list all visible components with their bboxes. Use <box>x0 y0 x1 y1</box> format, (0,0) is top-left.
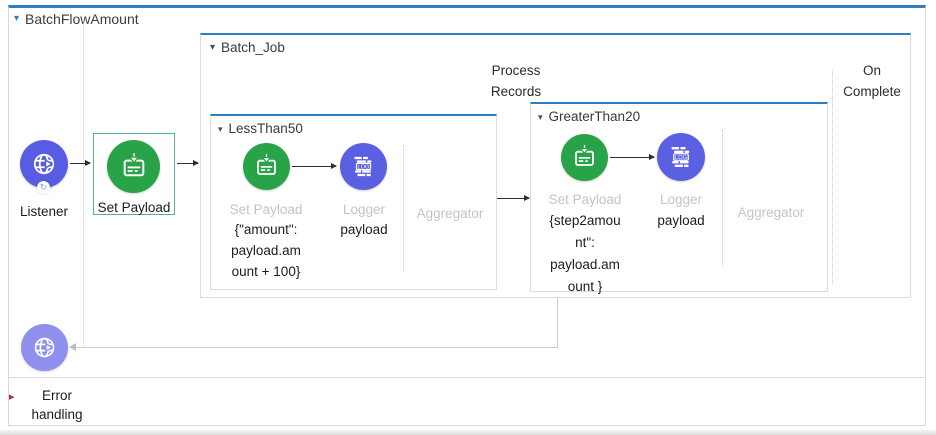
globe-icon <box>29 149 59 179</box>
connector-arrow <box>610 154 655 160</box>
logger-icon: LOG <box>349 152 378 181</box>
listener-response-step[interactable] <box>21 324 68 371</box>
collapse-icon[interactable]: ▾ <box>14 13 20 24</box>
lessthan50-logger-label: Logger <box>342 202 386 217</box>
listener-refresh-badge: ↻ <box>37 181 50 194</box>
lessthan50-logger-sublabel: payload <box>340 222 388 237</box>
process-records-label: Process Records <box>490 63 542 99</box>
greaterthan20-logger-step[interactable]: LOG <box>657 133 705 181</box>
aggregator-divider <box>722 130 723 266</box>
greaterthan20-set-payload-step[interactable] <box>561 134 608 181</box>
logger-icon: LOG <box>666 142 696 172</box>
greaterthan20-logger-label: Logger <box>659 192 703 207</box>
lessthan50-aggregator-label: Aggregator <box>416 206 484 221</box>
set-payload-icon <box>570 143 599 172</box>
greaterthan20-header: ▾ GreaterThan20 <box>538 109 640 124</box>
globe-icon <box>30 333 59 362</box>
greaterthan20-set-payload-label: Set Payload <box>548 192 622 207</box>
listener-step[interactable] <box>20 140 68 188</box>
source-section-divider <box>83 20 84 346</box>
set-payload-icon <box>252 152 281 181</box>
listener-label: Listener <box>19 204 69 219</box>
collapse-icon[interactable]: ▾ <box>218 123 223 134</box>
batch-job-title: Batch_Job <box>221 40 285 55</box>
lessthan50-header: ▾ LessThan50 <box>218 121 303 136</box>
connector-arrow <box>497 195 530 201</box>
lessthan50-set-payload-step[interactable] <box>243 143 290 190</box>
lessthan50-set-payload-expression: {"amount": payload.am ount + 100} <box>231 222 301 279</box>
set-payload-selection-box[interactable] <box>93 133 175 215</box>
flow-title: BatchFlowAmount <box>25 11 139 27</box>
error-handling-label[interactable]: Error handling <box>31 388 83 422</box>
greaterthan20-logger-sublabel: payload <box>657 213 705 228</box>
error-section-divider <box>9 377 925 378</box>
flow-header: ▾ BatchFlowAmount <box>14 11 139 27</box>
response-connector-arrowhead <box>69 343 76 351</box>
response-connector-horizontal <box>76 347 558 348</box>
on-complete-label: On Complete <box>843 63 901 99</box>
refresh-icon: ↻ <box>39 182 48 192</box>
greaterthan20-set-payload-expression: {step2amou nt": payload.am ount } <box>549 213 621 294</box>
connector-arrow <box>177 160 199 166</box>
connector-arrow <box>70 160 91 166</box>
aggregator-divider <box>403 145 404 271</box>
lessthan50-title: LessThan50 <box>228 121 303 136</box>
logger-text: LOG <box>358 164 370 170</box>
logger-text: LOG <box>675 155 688 161</box>
on-complete-divider <box>832 70 833 283</box>
canvas-bottom-edge <box>0 430 936 435</box>
lessthan50-logger-step[interactable]: LOG <box>340 143 387 190</box>
greaterthan20-title: GreaterThan20 <box>548 109 641 124</box>
greaterthan20-aggregator-label: Aggregator <box>737 205 805 220</box>
connector-arrow <box>292 163 337 169</box>
lessthan50-set-payload-label: Set Payload <box>229 202 303 217</box>
set-payload-step[interactable] <box>107 140 160 193</box>
batch-job-header: ▾ Batch_Job <box>210 40 285 55</box>
collapse-icon[interactable]: ▾ <box>538 111 543 122</box>
response-connector-vertical <box>557 298 558 347</box>
set-payload-icon <box>118 151 150 183</box>
collapse-icon[interactable]: ▾ <box>210 41 216 53</box>
set-payload-label: Set Payload <box>97 200 171 215</box>
error-collapse-icon[interactable]: ▸ <box>9 391 15 403</box>
